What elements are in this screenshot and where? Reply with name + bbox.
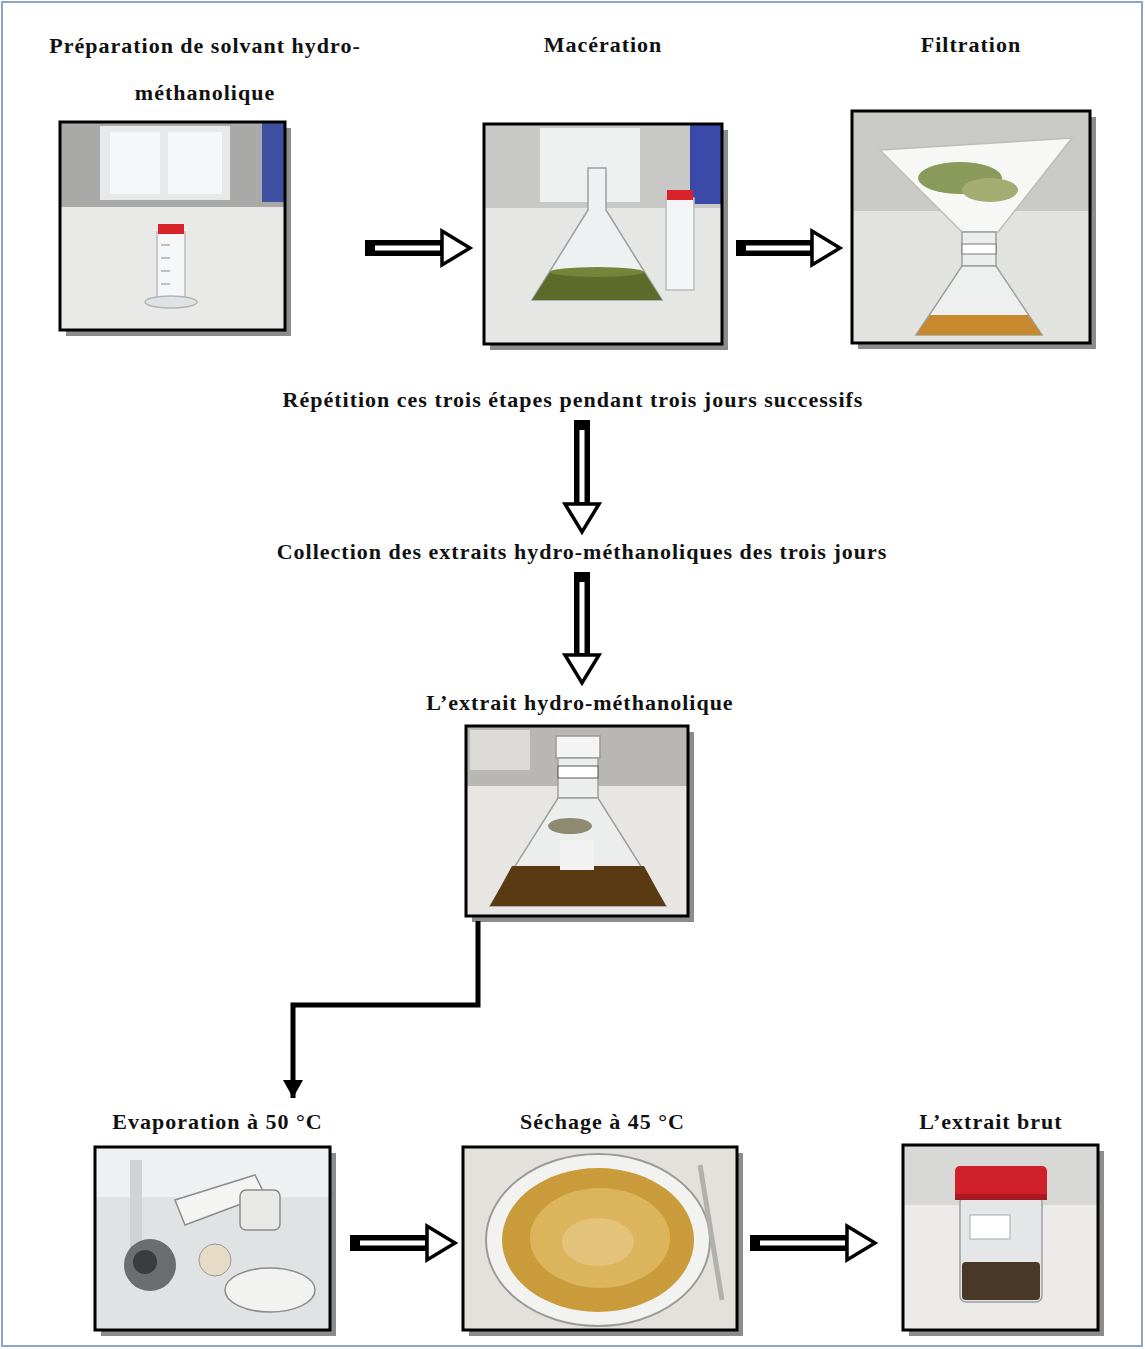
block-arrow	[750, 1226, 875, 1260]
bent-arrow	[283, 921, 478, 1098]
step-label: Evaporation à 50 °C	[85, 1100, 350, 1144]
step-label: Préparation de solvant hydro-méthanoliqu…	[45, 22, 365, 116]
photo-step: Séchage à 45 °C	[455, 1100, 750, 1332]
step-label: Filtration	[840, 25, 1102, 65]
block-arrow	[350, 1226, 455, 1260]
block-arrow	[565, 572, 599, 683]
photo-rotavap	[95, 1147, 336, 1336]
text-step: Répétition ces trois étapes pendant troi…	[277, 382, 870, 418]
step-label: Collection des extraits hydro-méthanoliq…	[277, 536, 888, 568]
photo-step: Préparation de solvant hydro-méthanoliqu…	[45, 22, 365, 332]
photo-maceration	[484, 124, 728, 350]
photo-filtration	[852, 111, 1096, 349]
step-label: L’extrait hydro-méthanolique	[370, 685, 790, 721]
photo-step: L’extrait brut	[875, 1100, 1107, 1332]
photo-step: Filtration	[840, 25, 1102, 345]
photo-step: Macération	[470, 25, 736, 345]
step-label: L’extrait brut	[875, 1100, 1107, 1144]
photo-step: Evaporation à 50 °C	[85, 1100, 350, 1332]
photo-solvent	[60, 122, 291, 336]
block-arrow	[365, 231, 470, 265]
photo-jar	[903, 1145, 1104, 1336]
block-arrow	[565, 420, 599, 532]
step-label: Séchage à 45 °C	[455, 1100, 750, 1144]
block-arrow	[736, 231, 840, 265]
photo-step: L’extrait hydro-méthanolique	[370, 685, 790, 917]
photo-extract-flask	[466, 726, 694, 922]
photo-petri-dish	[463, 1147, 743, 1336]
step-label: Macération	[470, 25, 736, 65]
text-step: Collection des extraits hydro-méthanoliq…	[271, 534, 894, 570]
step-label: Répétition ces trois étapes pendant troi…	[283, 384, 864, 416]
